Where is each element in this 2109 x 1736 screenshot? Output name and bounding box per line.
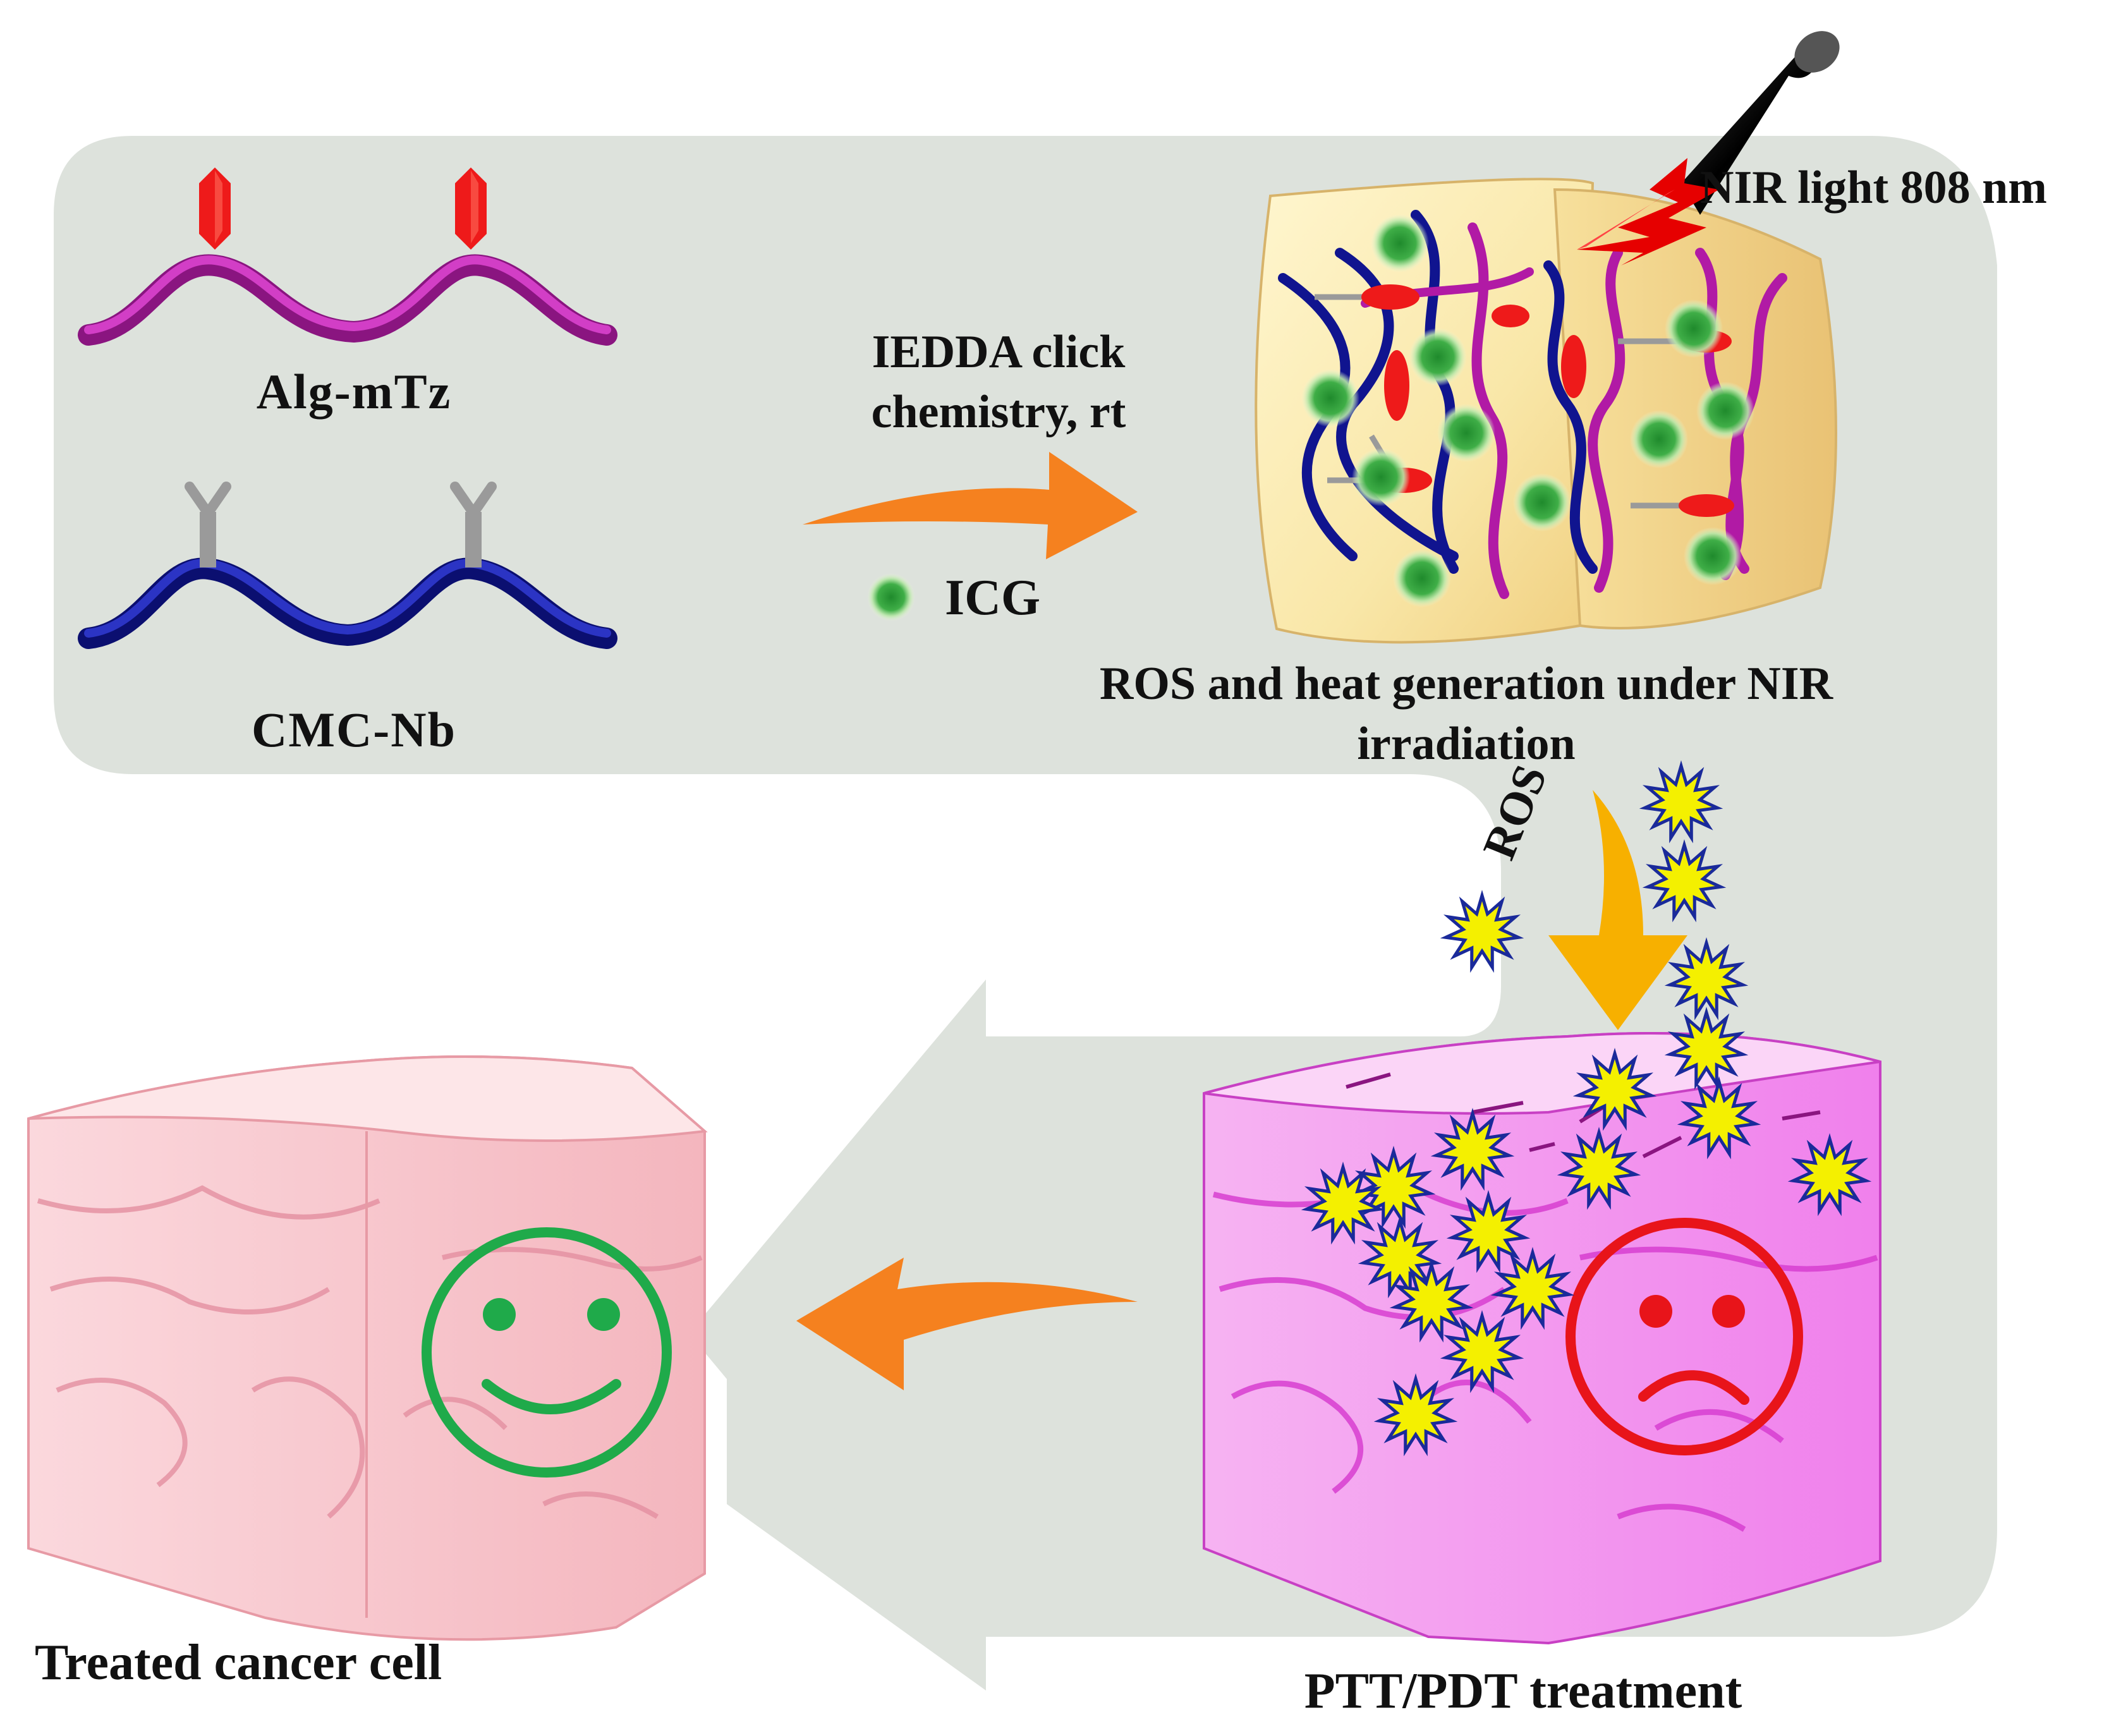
ros-star-icon — [1351, 1146, 1436, 1229]
ros-species-group — [1301, 760, 1872, 1457]
ros-arrow — [1548, 790, 1687, 1030]
ros-star-icon — [1787, 1133, 1872, 1217]
ros-star-icon — [1440, 890, 1524, 973]
reaction-arrow — [803, 452, 1138, 559]
laser-beam-icon — [1577, 158, 1719, 265]
ros-star-icon — [1639, 760, 1723, 844]
ros-star-icon — [1440, 1310, 1524, 1393]
sad-face-icon — [1565, 1218, 1803, 1455]
alg-mtz-strand — [78, 167, 617, 346]
reaction-condition-line1: IEDDA click — [872, 326, 1126, 378]
tetrazine-icon — [455, 167, 487, 250]
ptt-pdt-treatment-label: PTT/PDT treatment — [1304, 1663, 1742, 1719]
cancer-tissue-block — [1203, 1032, 1881, 1645]
icg-legend-icon — [867, 573, 915, 621]
ros-heat-caption-line1: ROS and heat generation under NIR — [1099, 658, 1833, 710]
norbornene-icon — [185, 482, 231, 568]
ros-star-icon — [1572, 1048, 1657, 1131]
ros-star-icon — [1664, 1007, 1749, 1090]
ros-star-icon — [1301, 1162, 1385, 1245]
cmc-nb-strand — [78, 482, 617, 649]
reaction-condition-line2: chemistry, rt — [871, 386, 1126, 438]
ros-star-icon — [1664, 937, 1749, 1021]
treatment-result-arrow — [796, 1258, 1138, 1390]
ros-star-icon — [1490, 1247, 1575, 1330]
ros-heat-caption-line2: irradiation — [1357, 718, 1576, 770]
hydrogel-block — [1255, 178, 1837, 644]
icg-molecules — [1301, 214, 1754, 607]
treated-cancer-cell-label: Treated cancer cell — [35, 1635, 442, 1690]
alg-mtz-label: Alg-mTz — [256, 364, 452, 419]
norbornene-icon — [450, 482, 497, 568]
ros-star-icon — [1677, 1076, 1761, 1160]
nir-light-label: NIR light 808 nm — [1700, 162, 2047, 214]
ros-star-icon — [1373, 1373, 1458, 1457]
ros-star-icon — [1642, 839, 1727, 923]
tetrazine-icon — [199, 167, 231, 250]
laser-icon — [1577, 31, 1840, 265]
cmc-nb-label: CMC-Nb — [252, 702, 456, 757]
ros-star-icon — [1430, 1108, 1515, 1191]
ros-star-icon — [1557, 1127, 1641, 1210]
ros-star-icon — [1389, 1260, 1474, 1343]
happy-face-icon — [422, 1227, 672, 1478]
treated-tissue-block — [27, 1055, 708, 1641]
ros-star-icon — [1446, 1190, 1531, 1273]
icg-legend-label: ICG — [945, 570, 1041, 626]
